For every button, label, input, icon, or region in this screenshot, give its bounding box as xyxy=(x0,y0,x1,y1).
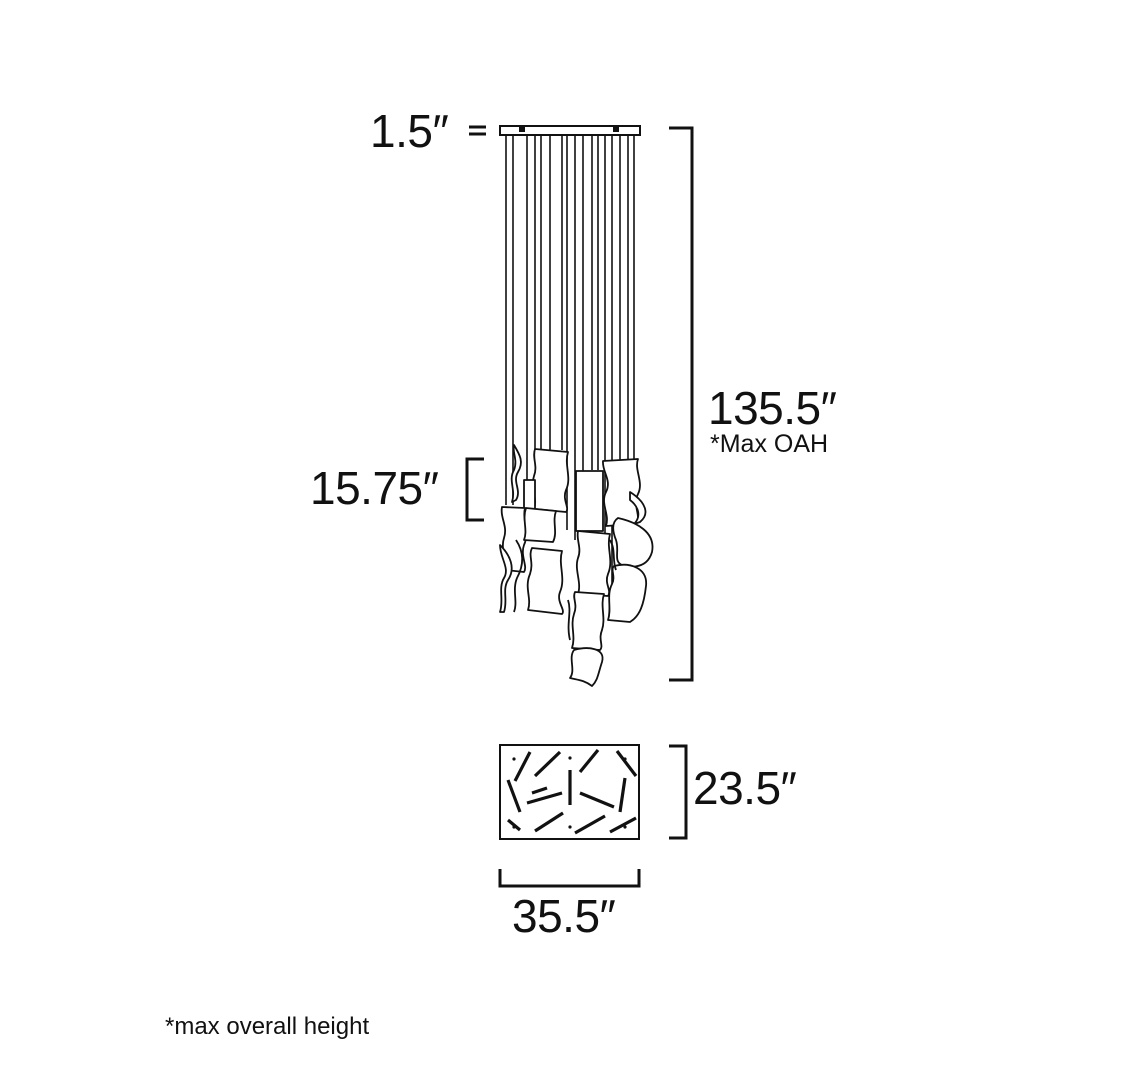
overall-height-note: *Max OAH xyxy=(710,430,829,458)
overall-height-bracket xyxy=(669,126,694,682)
canopy-width-label: 35.5″ xyxy=(512,890,616,942)
canopy-width-bracket xyxy=(498,869,641,888)
canopy-height-label: 1.5″ xyxy=(370,105,449,157)
suspension-rods xyxy=(505,135,635,590)
glass-shades xyxy=(499,444,654,687)
pendant-height-bracket xyxy=(465,457,484,522)
canopy-side-view xyxy=(499,125,641,136)
canopy-plan-view xyxy=(499,744,640,840)
canopy-height-marker xyxy=(469,125,486,136)
pendant-height-label: 15.75″ xyxy=(310,462,439,514)
overall-height-label: 135.5″ xyxy=(708,382,837,434)
canopy-depth-bracket xyxy=(669,744,688,840)
footnote: *max overall height xyxy=(165,1013,370,1040)
canopy-depth-label: 23.5″ xyxy=(693,762,797,814)
